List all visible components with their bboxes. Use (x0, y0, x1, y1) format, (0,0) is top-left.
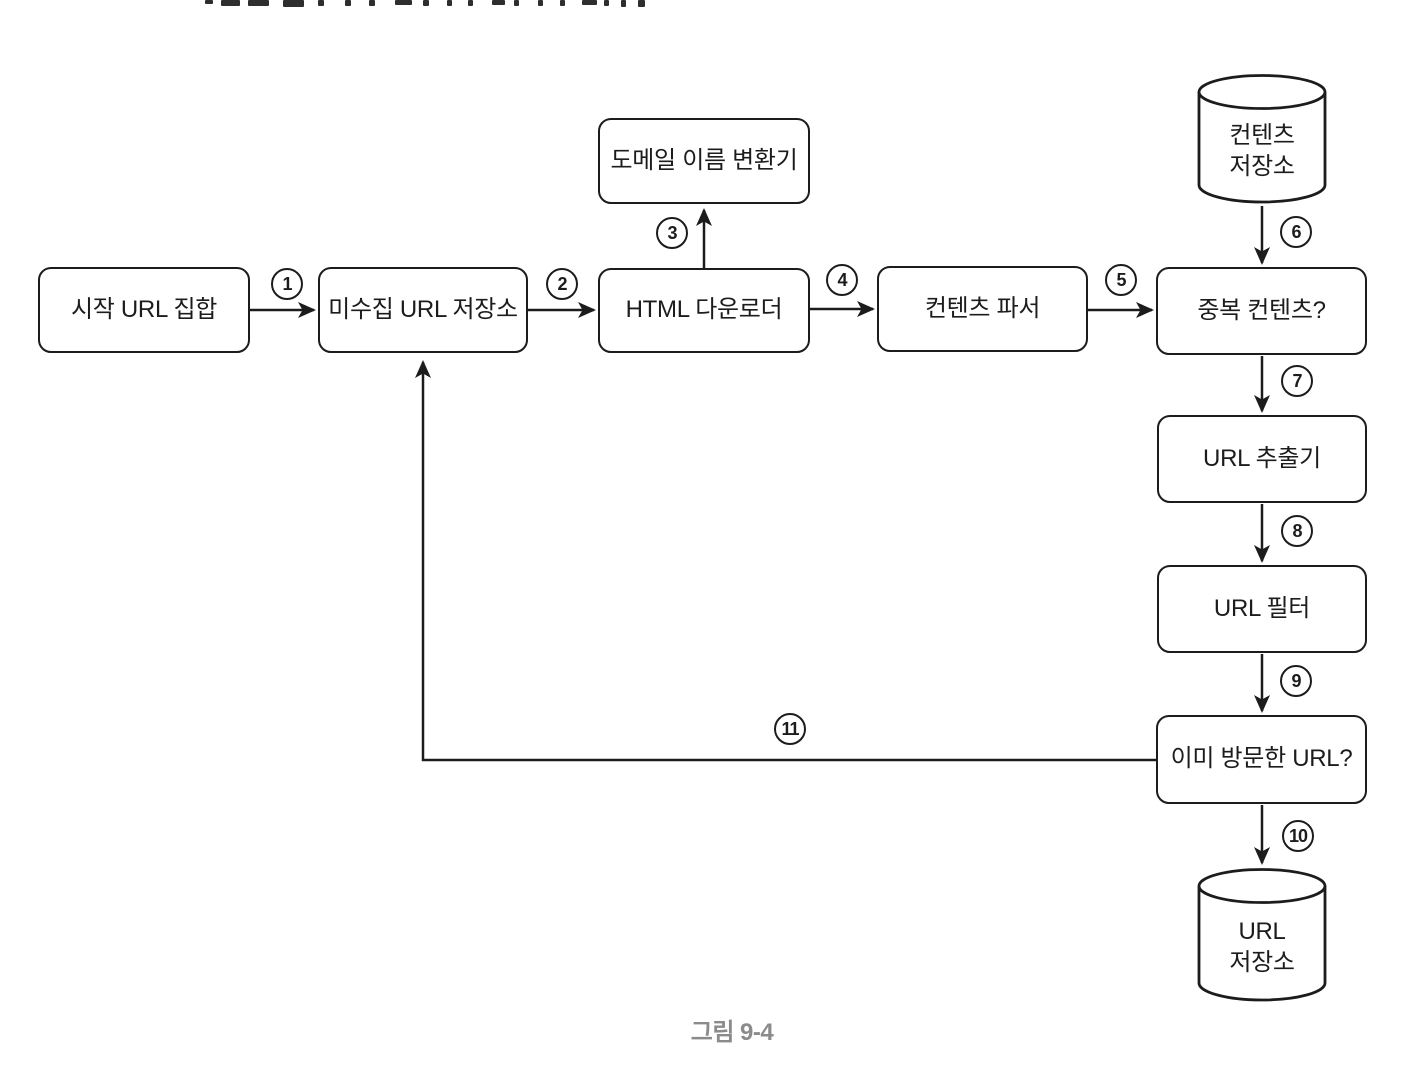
node-start-url-set: 시작 URL 집합 (38, 267, 250, 353)
step-badge-11: 11 (774, 713, 806, 745)
node-label: 이미 방문한 URL? (1170, 745, 1353, 773)
step-badge-3: 3 (656, 217, 688, 249)
edge-11 (415, 360, 1157, 762)
clipped-text-fragment (514, 0, 519, 6)
node-label: 컨텐츠 파서 (924, 294, 1041, 322)
clipped-text-fragment (492, 0, 505, 5)
clipped-text-fragment (369, 0, 375, 6)
node-label: HTML 다운로더 (625, 296, 783, 324)
node-url-extractor: URL 추출기 (1157, 415, 1367, 503)
clipped-text-fragment (283, 0, 304, 7)
node-label: 미수집 URL 저장소 (328, 295, 518, 323)
clipped-text-fragment (221, 0, 240, 6)
step-badge-5: 5 (1105, 264, 1137, 296)
clipped-text-fragment (248, 0, 269, 6)
node-label: 컨텐츠 저장소 (1229, 121, 1295, 180)
clipped-text-fragment (582, 0, 597, 5)
clipped-text-fragment (318, 0, 324, 6)
database-cylinder-icon (1197, 868, 1327, 1002)
step-badge-10: 10 (1282, 820, 1314, 852)
clipped-text-fragment (447, 0, 452, 6)
clipped-text-fragment (638, 0, 645, 7)
clipped-text-fragment (345, 0, 351, 6)
node-visited-url-check: 이미 방문한 URL? (1156, 715, 1367, 804)
node-domain-name-resolver: 도메일 이름 변환기 (598, 118, 810, 204)
clipped-text-fragment (621, 0, 626, 7)
node-duplicate-content-check: 중복 컨텐츠? (1156, 267, 1367, 355)
node-content-storage: 컨텐츠 저장소 (1197, 73, 1327, 205)
clipped-text-fragment (604, 0, 609, 6)
clipped-text-fragment (205, 0, 213, 4)
node-label: 도메일 이름 변환기 (610, 146, 798, 174)
node-html-downloader: HTML 다운로더 (598, 268, 810, 353)
step-badge-2: 2 (546, 268, 578, 300)
clipped-text-fragment (423, 0, 429, 6)
node-label: URL 추출기 (1203, 444, 1321, 472)
clipped-text-fragment (538, 0, 543, 6)
node-label: 시작 URL 집합 (70, 295, 218, 323)
node-url-storage: URL 저장소 (1197, 867, 1327, 1003)
step-badge-9: 9 (1280, 665, 1312, 697)
step-badge-8: 8 (1281, 515, 1313, 547)
step-badge-4: 4 (826, 264, 858, 296)
node-unvisited-url-store: 미수집 URL 저장소 (318, 267, 528, 353)
node-label: URL 필터 (1213, 594, 1311, 622)
step-badge-6: 6 (1280, 216, 1312, 248)
node-content-parser: 컨텐츠 파서 (877, 266, 1088, 352)
figure-caption: 그림 9-4 (690, 1019, 774, 1046)
node-label: 중복 컨텐츠? (1197, 296, 1326, 324)
node-label: URL 저장소 (1229, 917, 1295, 976)
node-url-filter: URL 필터 (1157, 565, 1367, 653)
clipped-text-fragment (395, 0, 412, 5)
step-badge-1: 1 (271, 268, 303, 300)
clipped-text-fragment (468, 0, 473, 6)
database-cylinder-icon (1197, 74, 1327, 204)
clipped-text-fragment (560, 0, 565, 6)
step-badge-7: 7 (1281, 365, 1313, 397)
